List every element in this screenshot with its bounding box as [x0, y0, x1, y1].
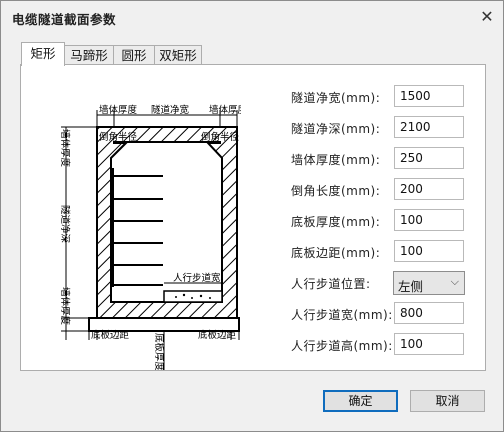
dialog-title: 电缆隧道截面参数: [12, 12, 117, 27]
label-tunnel-net-width: 隧道净宽: [151, 104, 190, 116]
tab-rectangle[interactable]: 矩形: [21, 42, 65, 66]
ok-button[interactable]: 确定: [323, 390, 398, 412]
floor-margin-input[interactable]: [394, 240, 464, 262]
walkway: [163, 290, 223, 303]
label-chamfer-left: 倒角半径: [99, 131, 138, 143]
net-depth-input[interactable]: [394, 116, 464, 138]
tab-circle[interactable]: 圆形: [113, 45, 155, 65]
tab-panel-rectangle: 墙体厚度 隧道净宽 墙体厚度 倒角半径 倒角半径 人行步道宽 底板边距 底板边距…: [20, 64, 486, 371]
wall-thickness-input[interactable]: [394, 147, 464, 169]
label-floor-thickness: 底板厚度: [153, 333, 165, 370]
label-floor-margin-right: 底板边距: [198, 329, 237, 341]
label-wall-thickness-top-left: 墙体厚度: [99, 104, 138, 116]
close-icon[interactable]: ✕: [480, 7, 494, 26]
walkway-height-label: 人行步道高(mm):: [291, 339, 393, 353]
chamfer-length-label: 倒角长度(mm):: [291, 184, 381, 198]
cancel-button[interactable]: 取消: [410, 390, 485, 412]
walkway-width-input[interactable]: [394, 302, 464, 324]
walkway-position-select[interactable]: 左侧 ⌵: [393, 271, 465, 295]
label-wall-thickness-top-right: 墙体厚度: [209, 104, 241, 116]
floor-thickness-label: 底板厚度(mm):: [291, 215, 381, 229]
label-top-thickness: 墙体厚度: [59, 129, 71, 168]
floor-thickness-input[interactable]: [394, 209, 464, 231]
net-depth-label: 隧道净深(mm):: [291, 122, 381, 136]
net-width-input[interactable]: [394, 85, 464, 107]
floor-margin-label: 底板边距(mm):: [291, 246, 381, 260]
tab-double-rectangle[interactable]: 双矩形: [154, 45, 202, 65]
tunnel-cross-section-diagram: 墙体厚度 隧道净宽 墙体厚度 倒角半径 倒角半径 人行步道宽 底板边距 底板边距…: [59, 104, 241, 370]
walkway-height-input[interactable]: [394, 333, 464, 355]
title-bar: 电缆隧道截面参数 ✕: [1, 1, 503, 33]
net-width-label: 隧道净宽(mm):: [291, 91, 381, 105]
tab-horseshoe[interactable]: 马蹄形: [64, 45, 114, 65]
label-floor-margin-left: 底板边距: [91, 329, 130, 341]
wall-thickness-label: 墙体厚度(mm):: [291, 153, 381, 167]
cable-brackets: [112, 168, 163, 287]
label-chamfer-right: 倒角半径: [201, 131, 240, 143]
label-bottom-wall-thickness: 墙体厚度: [59, 287, 71, 326]
walkway-width-label: 人行步道宽(mm):: [291, 308, 393, 322]
chamfer-length-input[interactable]: [394, 178, 464, 200]
walkway-position-label: 人行步道位置:: [291, 277, 371, 291]
label-tunnel-net-depth: 隧道净深: [59, 205, 71, 244]
chevron-down-icon: ⌵: [450, 275, 459, 288]
walkway-position-value: 左侧: [398, 279, 424, 294]
label-walkway-width: 人行步道宽: [173, 272, 221, 284]
